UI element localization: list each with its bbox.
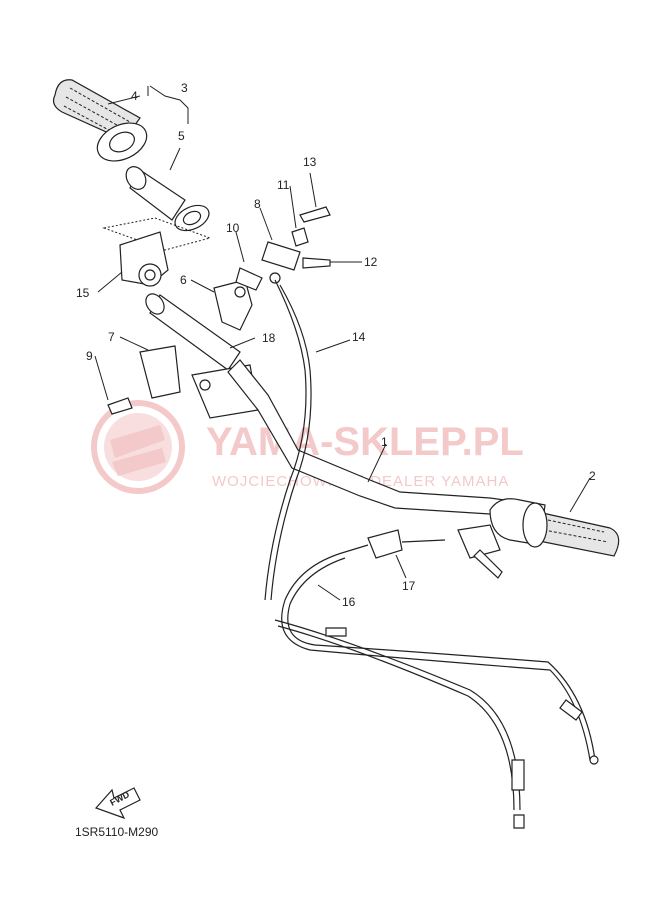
handlebar-left-tube <box>145 293 241 371</box>
callout-16: 16 <box>342 595 356 609</box>
cable-adjuster <box>344 529 446 559</box>
callout-1: 1 <box>381 435 388 449</box>
cable-end-fittings <box>325 627 599 829</box>
diagram-code: 1SR5110-M290 <box>75 825 158 839</box>
callout-5: 5 <box>178 129 185 143</box>
callout-10: 10 <box>226 221 240 235</box>
throttle-cable <box>264 279 307 601</box>
leader-lines <box>94 85 591 601</box>
upper-holder <box>213 279 253 331</box>
callout-15: 15 <box>76 286 90 300</box>
callout-14: 14 <box>352 330 366 344</box>
callout-18: 18 <box>262 331 276 345</box>
callout-2: 2 <box>589 469 596 483</box>
callout-3: 3 <box>181 81 188 95</box>
callout-labels: 1 2 3 4 5 6 7 8 9 10 11 12 13 14 15 16 1… <box>76 81 596 609</box>
throttle-tube <box>125 166 210 232</box>
callout-17: 17 <box>402 579 416 593</box>
callout-11: 11 <box>277 178 290 192</box>
watermark: YAMA-SKLEP.PL WOJCIECHOWICZ | DEALER YAM… <box>91 400 524 494</box>
callout-12: 12 <box>364 255 378 269</box>
clutch-cable <box>281 551 591 761</box>
watermark-title: YAMA-SKLEP.PL <box>206 420 524 464</box>
callout-13: 13 <box>303 155 317 169</box>
watermark-logo-icon <box>91 400 185 494</box>
callout-4: 4 <box>131 89 138 103</box>
callout-8: 8 <box>254 197 261 211</box>
small-hardware <box>235 206 331 291</box>
right-grip <box>489 498 620 557</box>
callout-7: 7 <box>108 330 115 344</box>
right-perch <box>457 524 503 579</box>
callout-6: 6 <box>180 273 187 287</box>
left-grip <box>52 79 148 162</box>
throttle-housing <box>102 217 212 287</box>
fwd-arrow-icon: FWD <box>94 787 141 820</box>
callout-9: 9 <box>86 349 93 363</box>
lower-holder <box>107 345 181 415</box>
